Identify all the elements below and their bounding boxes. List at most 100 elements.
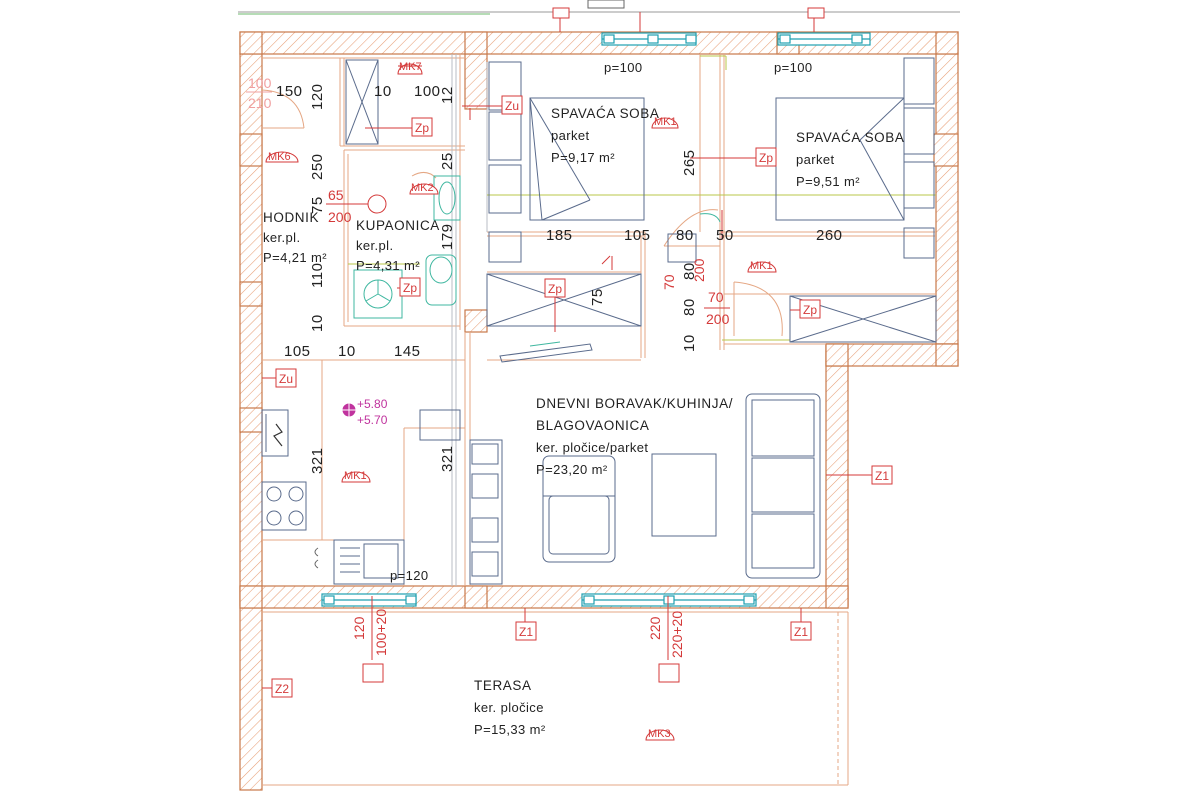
dim-150: 150 (276, 83, 303, 100)
tag-label: Z1 (875, 469, 889, 483)
dim-10-vertical: 10 (309, 314, 326, 332)
door-bed-width: 70 (661, 274, 677, 290)
room-spavaca2: SPAVAĆA SOBA parket P=9,51 m² (796, 130, 905, 189)
room-kupaonica: KUPAONICA ker.pl. P=4,31 m² (356, 218, 440, 273)
mk7-marker: MK7 (397, 61, 423, 75)
dim-75b-vertical: 75 (589, 288, 606, 306)
mk1-bedroom1-marker: MK1 (651, 116, 679, 129)
tag-zp-closet: Zp (544, 278, 566, 298)
tag-label: Zp (548, 282, 562, 296)
dim-25-vertical: 25 (439, 152, 456, 170)
dim-120-vertical: 120 (309, 83, 326, 110)
mk-label: MK1 (654, 116, 677, 128)
tag-z1-bottom1: Z1 (515, 621, 537, 641)
tag-zp-right: Zp (799, 299, 821, 319)
room-floor: ker.pl. (356, 238, 393, 253)
dim-80-vertical: 80 (681, 262, 698, 280)
tag-label: Zp (759, 151, 773, 165)
mk1-kitchen-marker: MK1 (341, 470, 371, 483)
room-floor: parket (796, 152, 835, 167)
dim-260: 260 (816, 227, 843, 244)
mk6-marker: MK6 (265, 151, 299, 163)
doors (261, 89, 783, 337)
tag-label: Zp (415, 121, 429, 135)
dim-250-vertical: 250 (309, 153, 326, 180)
tag-label: Zp (403, 281, 417, 295)
room-name: HODNIK (263, 210, 319, 225)
tag-label: Z2 (275, 682, 289, 696)
opening-labels: 100 210 65 200 70 200 70 200 p=100 p=100… (246, 60, 812, 658)
mk1-bedroom2-marker: MK1 (747, 260, 777, 273)
kitchen-furniture (261, 409, 461, 585)
room-area: P=4,31 m² (356, 258, 420, 273)
room-area: P=9,51 m² (796, 174, 860, 189)
dim-105b: 105 (624, 227, 651, 244)
dim-75-vertical: 75 (309, 196, 326, 214)
level-upper: +5.80 (357, 397, 388, 411)
room-name: KUPAONICA (356, 218, 440, 233)
tag-zp-bath: Zp (399, 277, 421, 297)
dim-12-vertical: 12 (439, 86, 456, 104)
mk-label: MK6 (268, 151, 291, 163)
tag-label: Z1 (794, 625, 808, 639)
dim-50: 50 (716, 227, 734, 244)
dimensions: 150 10 100 120 12 250 25 75 179 110 10 1… (276, 83, 843, 474)
dim-10b: 10 (338, 343, 356, 360)
dim-321b-vertical: 321 (439, 445, 456, 472)
room-hodnik: HODNIK ker.pl. P=4,21 m² (263, 210, 327, 265)
dim-110-vertical: 110 (309, 263, 326, 288)
dim-265-vertical: 265 (681, 149, 698, 176)
window-terrace2-a: 220 (647, 616, 663, 640)
room-name: TERASA (474, 678, 532, 693)
partitions (262, 54, 936, 786)
door-bed-height: 200 (691, 258, 707, 282)
mk-label: MK7 (399, 61, 422, 73)
tag-label: Zp (803, 303, 817, 317)
room-area: P=4,21 m² (263, 250, 327, 265)
window-bedroom1-label: p=100 (604, 60, 643, 75)
dining-furniture (469, 439, 503, 585)
room-name-line2: BLAGOVAONICA (536, 418, 649, 433)
tag-z1-bottom2: Z1 (790, 621, 812, 641)
tag-zu-bedroom1: Zu (501, 95, 523, 115)
mk-label: MK1 (344, 470, 367, 482)
dim-100: 100 (414, 83, 441, 100)
tag-label: Z1 (519, 625, 533, 639)
door-bed2-width: 70 (708, 289, 724, 305)
tag-markers (262, 7, 872, 689)
tag-label: Zu (505, 99, 519, 113)
window-terrace1-b: 100+20 (373, 609, 389, 656)
mk-label: MK2 (411, 182, 434, 194)
dim-80b-vertical: 80 (681, 298, 698, 316)
room-floor: ker.pl. (263, 230, 300, 245)
room-name-line1: DNEVNI BORAVAK/KUHINJA/ (536, 396, 733, 411)
tag-zu-hall: Zu (275, 368, 297, 388)
top-strip (238, 0, 960, 15)
mk-label: MK3 (648, 728, 671, 740)
window-terrace2-b: 220+20 (669, 611, 685, 658)
window-kitchen-label: p=120 (390, 568, 429, 583)
room-name: SPAVAĆA SOBA (796, 130, 905, 145)
dim-321a-vertical: 321 (309, 447, 326, 474)
dim-10c-vertical: 10 (681, 334, 698, 352)
columns (239, 31, 959, 609)
room-floor: ker. pločice (474, 700, 544, 715)
mk2-marker: MK2 (409, 182, 439, 195)
room-area: P=15,33 m² (474, 722, 546, 737)
green-lines (348, 55, 936, 341)
room-area: P=23,20 m² (536, 462, 608, 477)
tag-zp-bedroom2: Zp (755, 147, 777, 167)
tag-zp-bath-top: Zp (411, 117, 433, 137)
room-area: P=9,17 m² (551, 150, 615, 165)
windows (321, 32, 871, 607)
mk3-marker: MK3 (645, 728, 675, 741)
living-furniture (499, 341, 821, 579)
dim-179-vertical: 179 (439, 223, 456, 250)
dim-105: 105 (284, 343, 311, 360)
guide-lines (451, 54, 488, 586)
room-floor: parket (551, 128, 590, 143)
bedroom1-furniture (488, 61, 697, 263)
dim-145: 145 (394, 343, 421, 360)
dim-80: 80 (676, 227, 694, 244)
tag-z2-left: Z2 (271, 678, 293, 698)
